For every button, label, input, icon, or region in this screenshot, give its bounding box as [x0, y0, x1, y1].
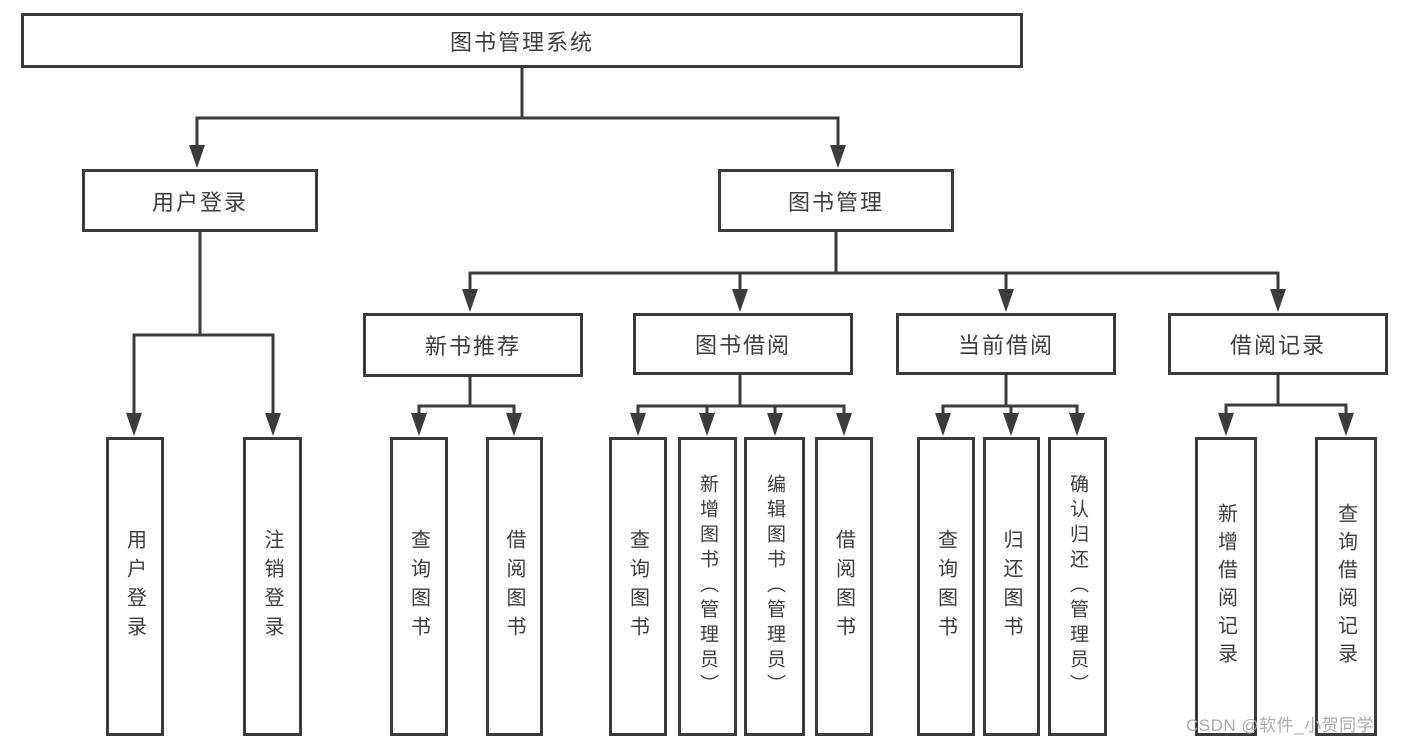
leaf-user-login: 用户登录: [106, 437, 164, 736]
node-book-management: 图书管理: [718, 169, 954, 232]
node-current-borrowing: 当前借阅: [896, 313, 1116, 375]
csdn-watermark: CSDN @软件_小贺同学: [1186, 716, 1375, 735]
node-root: 图书管理系统: [21, 13, 1023, 68]
leaf-bb-edit-book-admin: 编辑图书（管理员）: [744, 437, 805, 736]
leaf-br-add-record: 新增借阅记录: [1195, 437, 1257, 736]
leaf-br-query-record: 查询借阅记录: [1315, 437, 1377, 736]
leaf-cb-return-book: 归还图书: [983, 437, 1040, 736]
arrowheads: [126, 145, 1354, 436]
node-user-login: 用户登录: [82, 169, 318, 232]
leaf-logout: 注销登录: [243, 437, 302, 736]
node-borrowing-records: 借阅记录: [1168, 313, 1388, 375]
leaf-bb-query-book: 查询图书: [609, 437, 667, 736]
leaf-rec-borrow-book: 借阅图书: [486, 437, 543, 736]
node-book-borrowing: 图书借阅: [633, 313, 853, 375]
leaf-cb-query-book: 查询图书: [917, 437, 975, 736]
node-new-book-recommendation: 新书推荐: [363, 313, 583, 377]
leaf-rec-query-book: 查询图书: [390, 437, 448, 736]
leaf-bb-borrow-book: 借阅图书: [815, 437, 873, 736]
leaf-cb-confirm-return-admin: 确认归还（管理员）: [1048, 437, 1107, 736]
leaf-bb-add-book-admin: 新增图书（管理员）: [678, 437, 737, 736]
